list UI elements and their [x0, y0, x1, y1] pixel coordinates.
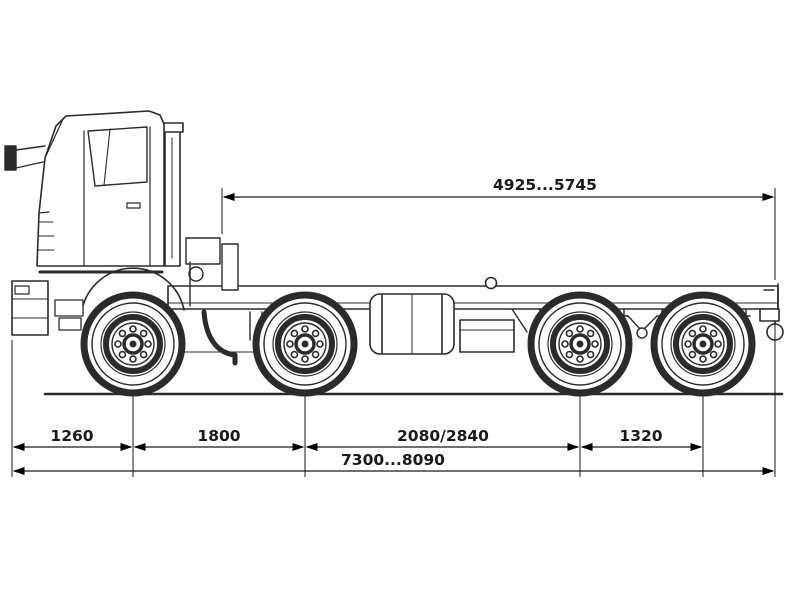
air-intake-stack: [161, 122, 184, 267]
dimension-label-top-span: 4925...5745: [493, 176, 597, 194]
dimension-label-rear-axle-spacing: 1320: [619, 427, 662, 445]
front-wheel-2: [256, 295, 354, 393]
front-bumper: [11, 280, 49, 336]
dimension-label-wheelbase-mid: 2080/2840: [397, 427, 489, 445]
front-wheel-1: [84, 295, 182, 393]
cab: [36, 110, 165, 274]
battery-box: [459, 319, 515, 353]
frame-fitting: [484, 276, 498, 290]
rear-wheel-2: [654, 295, 752, 393]
engine-equipment: [149, 237, 281, 366]
truck-drawing: [4, 110, 784, 394]
side-mirror: [4, 145, 46, 171]
dimension-label-overall-length: 7300...8090: [341, 451, 445, 469]
fuel-tank: [369, 293, 455, 355]
dimensions: 4925...5745 1260 1800 2080/2840 1320 730…: [11, 176, 776, 477]
extension-lines: [11, 188, 776, 477]
dimension-label-front-overhang: 1260: [50, 427, 93, 445]
dimension-label-wheelbase-front: 1800: [197, 427, 240, 445]
dimension-labels: 4925...5745 1260 1800 2080/2840 1320 730…: [50, 176, 662, 469]
rear-wheel-1: [531, 295, 629, 393]
dimension-lines: [12, 192, 775, 476]
front-fender: [54, 267, 185, 331]
